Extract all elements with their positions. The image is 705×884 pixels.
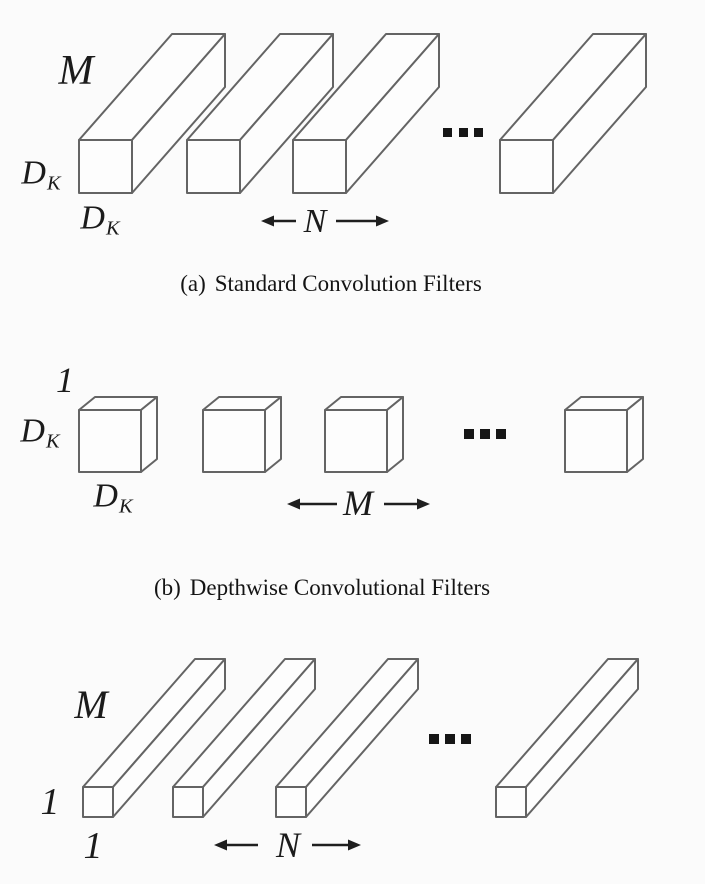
dot: [461, 734, 471, 744]
count-right-arrow-icon: [336, 215, 389, 227]
filter-count-label-b: M: [343, 483, 373, 523]
cube-front-face: [202, 409, 266, 473]
pointwise-filter-bar-3: [275, 658, 419, 818]
kernel-height-label-a: DK: [21, 154, 61, 195]
dot: [429, 734, 439, 744]
standard-filters-group: [78, 33, 647, 227]
count-left-arrow-icon: [287, 498, 337, 510]
depthwise-filters-group: [78, 396, 644, 510]
pointwise-filter-bar-1: [82, 658, 226, 818]
standard-filter-box-4: [499, 33, 647, 194]
caption-a-text: Standard Convolution Filters: [214, 271, 482, 297]
depthwise-filter-cube-4: [564, 396, 644, 473]
caption-b: (b) Depthwise Convolutional Filters: [154, 574, 490, 602]
box-front-face: [499, 139, 554, 194]
standard-filter-box-2: [186, 33, 334, 194]
bar-front-face: [275, 786, 307, 818]
cube-side-face: [264, 396, 282, 473]
count-right-arrow-icon: [312, 839, 361, 851]
cube-front-face: [78, 409, 142, 473]
channels-label-c: M: [74, 682, 108, 727]
box-front-face: [292, 139, 347, 194]
channels-label-b: 1: [56, 360, 74, 400]
bar-front-face: [495, 786, 527, 818]
bar-front-face: [82, 786, 114, 818]
filter-count-label-c: N: [275, 825, 301, 865]
count-right-arrow-icon: [384, 498, 430, 510]
dot: [443, 128, 452, 137]
caption-b-index: (b): [153, 575, 181, 601]
depthwise-filter-cube-2: [202, 396, 282, 473]
bar-front-face: [172, 786, 204, 818]
caption-a: (a) Standard Convolution Filters: [180, 270, 482, 298]
standard-filter-box-1: [78, 33, 226, 194]
depthwise-filter-cube-1: [78, 396, 158, 473]
ellipsis-dots: [464, 429, 506, 439]
box-front-face: [186, 139, 241, 194]
kernel-width-label-c: 1: [83, 825, 103, 867]
ellipsis-dots: [443, 128, 483, 137]
cube-side-face: [626, 396, 644, 473]
pointwise-filter-bar-4: [495, 658, 639, 818]
depthwise-filter-cube-3: [324, 396, 404, 473]
filter-count-label-a: N: [303, 203, 327, 240]
ellipsis-dots: [429, 734, 471, 744]
dot: [445, 734, 455, 744]
dot: [459, 128, 468, 137]
dot: [496, 429, 506, 439]
dot: [474, 128, 483, 137]
standard-filter-box-3: [292, 33, 440, 194]
kernel-height-label-b: DK: [20, 412, 60, 453]
count-left-arrow-icon: [261, 215, 296, 227]
dot: [480, 429, 490, 439]
channels-label-a: M: [58, 48, 94, 94]
pointwise-filter-bar-2: [172, 658, 316, 818]
cube-side-face: [386, 396, 404, 473]
kernel-height-label-c: 1: [40, 781, 60, 823]
box-front-face: [78, 139, 133, 194]
caption-b-text: Depthwise Convolutional Filters: [189, 575, 491, 601]
count-left-arrow-icon: [214, 839, 258, 851]
dot: [464, 429, 474, 439]
kernel-width-label-a: DK: [80, 199, 120, 240]
cube-front-face: [324, 409, 388, 473]
kernel-width-label-b: DK: [93, 477, 133, 518]
cube-front-face: [564, 409, 628, 473]
caption-a-index: (a): [180, 271, 206, 297]
pointwise-filters-group: [82, 658, 639, 851]
cube-side-face: [140, 396, 158, 473]
